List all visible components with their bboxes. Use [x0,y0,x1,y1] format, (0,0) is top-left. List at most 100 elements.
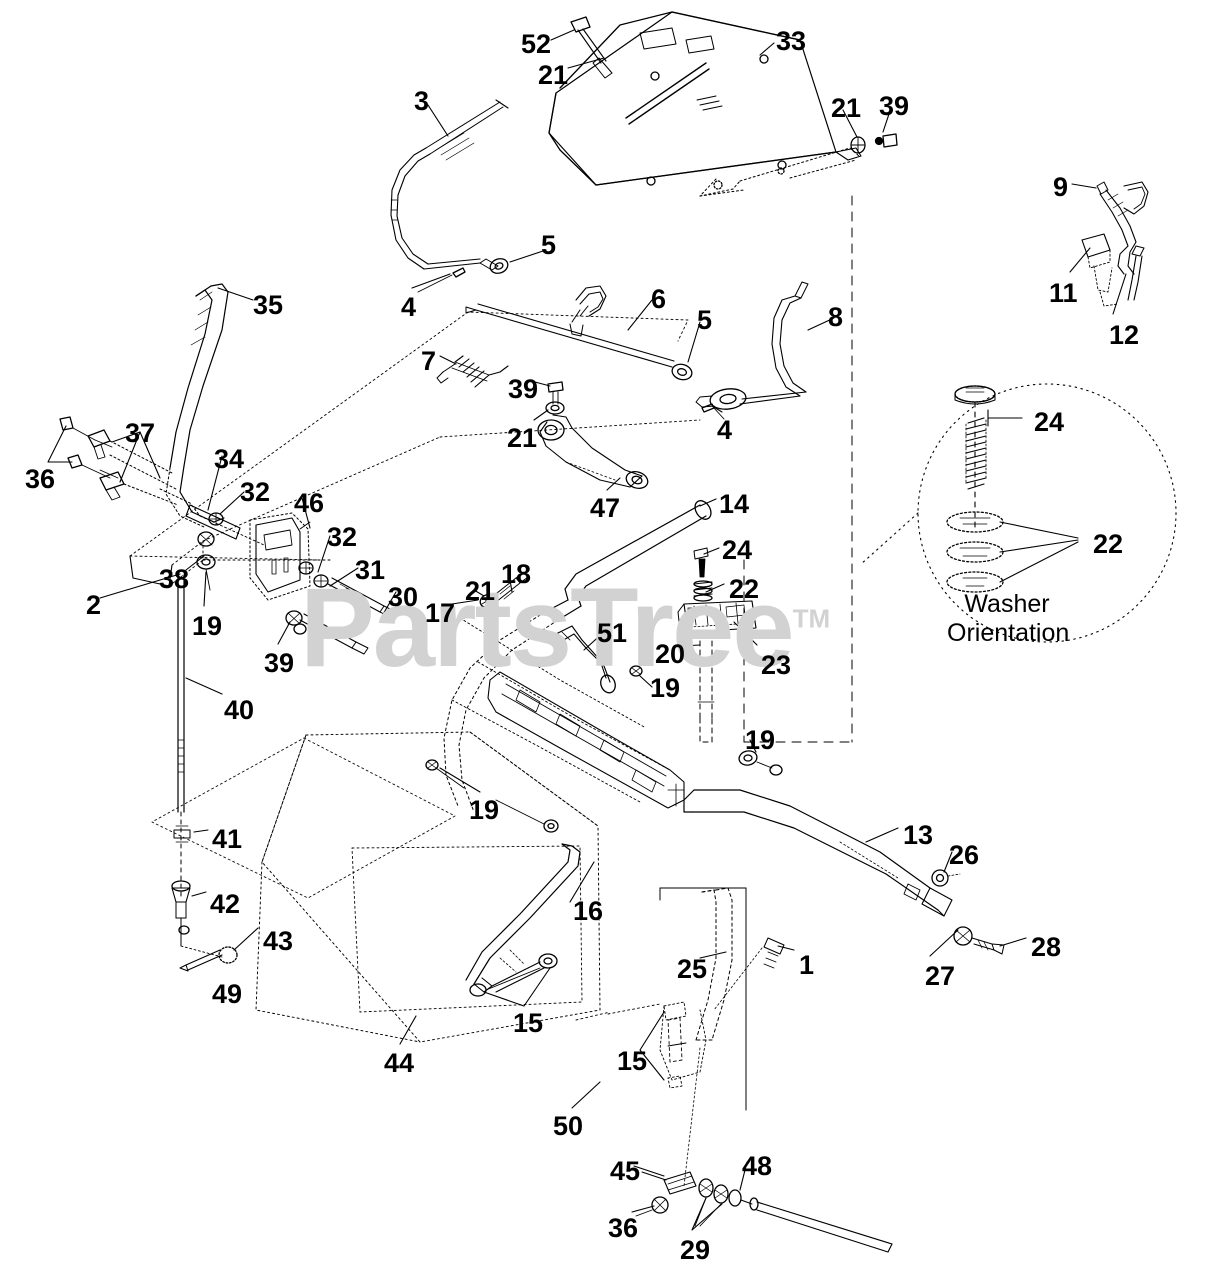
callout-50: 50 [553,1111,584,1141]
callout-15: 15 [617,1046,648,1076]
hardware-39-21-mid [545,381,565,415]
callout-8: 8 [828,302,844,332]
callout-34: 34 [214,444,245,474]
callout-2: 2 [86,590,102,620]
callout-39: 39 [264,648,295,678]
bolt-1 [713,937,785,1011]
pedal-25 [659,887,747,1111]
link-47 [537,414,649,489]
partstree-watermark: PartsTreeTM [300,563,830,692]
callout-4: 4 [717,415,733,445]
callout-29: 29 [680,1235,711,1265]
pin-4-b [701,403,725,420]
callout-19: 19 [469,795,500,825]
callout-46: 46 [294,488,325,518]
callout-35: 35 [253,290,284,320]
callout-15: 15 [513,1008,544,1038]
callout-39: 39 [879,91,910,121]
detail-circle-washer-orientation [859,383,1177,643]
handle-16 [465,843,581,997]
bolt-52 [570,16,613,79]
hardware-19-c [425,759,465,789]
callout-52: 52 [521,29,552,59]
clevis-42 [171,880,191,919]
callout-17: 17 [425,598,456,628]
spring-7 [436,355,509,388]
callout-32: 32 [240,477,271,507]
caption-line-1: Washer [964,590,1050,618]
nut-41 [173,825,191,843]
callout-39: 39 [508,374,539,404]
deck-plate-33 [548,11,862,197]
callout-22: 22 [729,574,760,604]
callout-9: 9 [1053,172,1069,202]
trademark-symbol: TM [792,603,831,634]
rod-3 [390,99,509,271]
callout-16: 16 [573,896,604,926]
hardware-26 [931,869,961,887]
hardware-27-28 [953,926,1005,955]
callout-21: 21 [831,93,862,123]
callout-7: 7 [421,346,437,376]
bolt-32-b [298,561,314,575]
callout-41: 41 [212,824,243,854]
callout-20: 20 [655,639,686,669]
callout-47: 47 [590,493,621,523]
callout-24: 24 [722,535,753,565]
callout-14: 14 [719,489,750,519]
assembly-20-22-23-24 [677,547,757,743]
callout-24: 24 [1034,407,1065,437]
callout-5: 5 [541,230,557,260]
bushing-5-b [671,363,693,381]
bolt-32-a [208,512,224,526]
bracket-34 [129,504,321,561]
callout-23: 23 [761,650,792,680]
rod-8 [695,281,809,410]
callout-36: 36 [608,1213,639,1243]
callout-5: 5 [697,305,713,335]
linkage-37-36 [59,416,201,517]
bushing-5-a [489,258,509,274]
callout-30: 30 [388,582,419,612]
callout-49: 49 [212,979,243,1009]
assembly-9-11-12 [1081,181,1149,307]
hardware-39-lower [293,623,307,635]
callout-42: 42 [210,889,241,919]
callout-11: 11 [1049,278,1078,308]
callout-6: 6 [651,284,667,314]
callout-38: 38 [159,564,190,594]
handle-tube-13 [683,789,953,917]
hardware-21-39-right [850,133,898,154]
callout-28: 28 [1031,932,1062,962]
hardware-19-d [495,799,559,833]
callout-1: 1 [799,950,815,980]
hardware-43-49 [178,917,238,972]
hardware-19-a [629,665,643,677]
mat-outline-44 [255,731,601,1043]
lever-35 [165,283,229,528]
callout-19: 19 [745,725,776,755]
callout-43: 43 [263,926,294,956]
callout-37: 37 [125,418,156,448]
callout-26: 26 [949,840,980,870]
caption-line-2: Orientation [947,618,1070,647]
mat-edge-50 [575,1003,661,1021]
callout-22: 22 [1093,529,1124,559]
rod-40 [177,574,185,901]
callout-4: 4 [401,292,417,322]
rod-assembly-bottom [635,1047,893,1253]
callout-12: 12 [1109,320,1140,350]
hardware-19-b [738,750,783,776]
callout-45: 45 [610,1156,641,1186]
callout-21: 21 [538,60,569,90]
callout-48: 48 [742,1151,773,1181]
callout-33: 33 [776,26,807,56]
rod-6 [465,285,675,368]
tie-rod-31-30 [285,574,397,655]
callout-21: 21 [465,576,496,606]
callout-19: 19 [650,673,681,703]
floor-mat-44 [151,737,456,899]
callout-40: 40 [224,695,255,725]
